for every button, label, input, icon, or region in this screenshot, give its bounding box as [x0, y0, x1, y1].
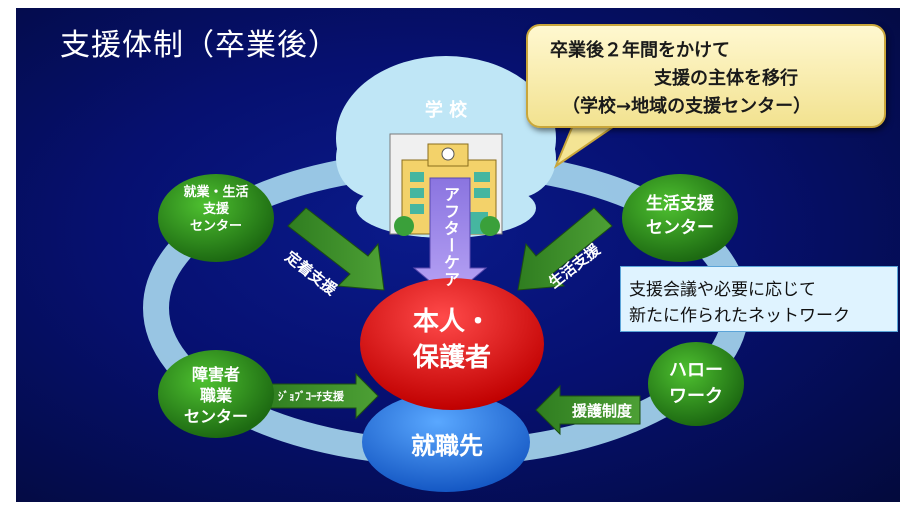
callout-line-2: 支援の主体を移行	[654, 68, 798, 89]
callout-box: 卒業後２年間をかけて 支援の主体を移行 （学校→地域の支援センター）	[526, 24, 886, 128]
shugyo-line-2: 支援	[202, 202, 229, 217]
honnin-line-1: 本人・	[412, 307, 491, 337]
shushoku-node-label: 就職先	[411, 432, 483, 460]
hello-line-1: ハロー	[669, 360, 723, 381]
seikatsu-node-label: 生活支援 センター	[622, 192, 738, 240]
assist-label: 援護制度	[571, 402, 632, 420]
hello-node-shape	[648, 342, 744, 426]
honnin-node-label: 本人・ 保護者	[362, 304, 542, 376]
shogai-node-shape	[158, 350, 274, 438]
after-care-label: アフターケア	[441, 186, 460, 288]
job-coach-arrow	[261, 372, 379, 420]
diagram-canvas	[143, 56, 749, 492]
note-line-2: 新たに作られたネットワーク	[629, 306, 850, 326]
honnin-line-2: 保護者	[412, 343, 491, 373]
page-title: 支援体制（卒業後）	[60, 28, 339, 63]
shogai-line-1: 障害者	[191, 365, 240, 384]
seikatsu-line-1: 生活支援	[646, 194, 714, 214]
shugyo-node-label: 就業・生活 支援 センター	[158, 184, 274, 235]
shogai-line-2: 職業	[199, 386, 232, 405]
shushoku-node-shape	[362, 392, 530, 492]
honnin-node-shape	[360, 278, 544, 410]
hello-node-label: ハロー ワーク	[648, 358, 744, 410]
shugyo-line-3: センター	[189, 219, 242, 234]
slide: 支援体制（卒業後） 卒業後２年間をかけて 支援の主体を移行 （学校→地域の支援セ…	[16, 8, 900, 502]
shugyo-node-shape	[158, 174, 274, 262]
hello-line-2: ワーク	[669, 386, 723, 407]
school-label: 学 校	[424, 100, 468, 121]
right-support-arrow	[517, 207, 613, 291]
job-coach-label: ｼﾞｮﾌﾞｺｰﾁ支援	[278, 390, 344, 403]
shogai-node-label: 障害者 職業 センター	[158, 364, 274, 427]
seikatsu-line-2: センター	[646, 218, 714, 238]
callout-line-3: （学校→地域の支援センター）	[562, 96, 812, 117]
note-line-1: 支援会議や必要に応じて	[629, 280, 816, 300]
seikatsu-node-shape	[622, 174, 738, 262]
assist-arrow	[535, 384, 641, 436]
network-note: 支援会議や必要に応じて 新たに作られたネットワーク	[620, 266, 898, 332]
shogai-line-3: センター	[183, 407, 248, 426]
callout-line-1: 卒業後２年間をかけて	[550, 40, 730, 61]
left-support-arrow	[287, 207, 385, 291]
shugyo-line-1: 就業・生活	[183, 185, 249, 200]
